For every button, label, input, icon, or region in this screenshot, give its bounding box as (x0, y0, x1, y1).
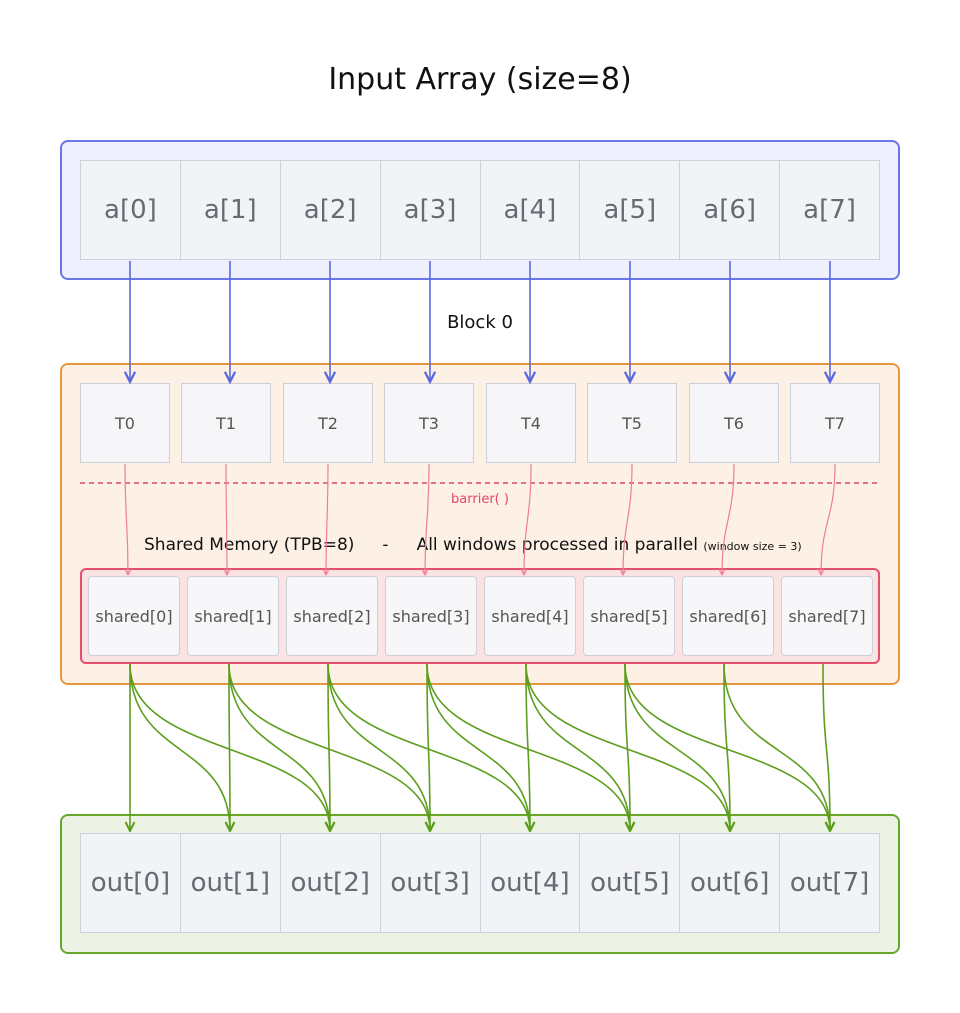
thread-box: T0 (80, 383, 170, 463)
window-arrow (624, 663, 630, 831)
window-arrow (327, 663, 530, 831)
window-arrow (822, 663, 830, 831)
caption-separator: - (382, 535, 389, 555)
output-cell: out[5] (580, 834, 681, 932)
window-arrow (525, 663, 730, 831)
window-arrow (526, 663, 530, 831)
output-cell: out[3] (381, 834, 481, 932)
thread-box: T1 (181, 383, 271, 463)
window-arrow (525, 663, 630, 831)
window-arrow (426, 663, 630, 831)
window-arrow (426, 663, 530, 831)
block-label: Block 0 (447, 312, 513, 333)
shared-cell: shared[5] (583, 576, 675, 656)
window-arrow (328, 663, 330, 831)
window-arrow (229, 663, 230, 831)
thread-box: T4 (486, 383, 576, 463)
window-arrow (228, 663, 330, 831)
window-arrow (228, 663, 430, 831)
window-arrow (624, 663, 730, 831)
input-array-title: Input Array (size=8) (328, 62, 632, 97)
thread-box: T2 (283, 383, 373, 463)
barrier-label: barrier( ) (451, 492, 509, 507)
shared-cell: shared[1] (187, 576, 279, 656)
shared-memory-caption: Shared Memory (TPB=8) - All windows proces… (144, 535, 844, 555)
shared-cell: shared[4] (484, 576, 576, 656)
input-array-row: a[0] a[1] a[2] a[3] a[4] a[5] a[6] a[7] (80, 160, 880, 260)
input-cell: a[6] (680, 161, 781, 259)
window-arrow (129, 663, 230, 831)
shared-to-output-arrows (129, 663, 830, 831)
shared-cell: shared[6] (682, 576, 774, 656)
input-cell: a[1] (181, 161, 281, 259)
window-arrow (723, 663, 830, 831)
input-cell: a[7] (803, 195, 856, 225)
shared-cell: shared[2] (286, 576, 378, 656)
shared-cell: shared[0] (88, 576, 180, 656)
shared-cell: shared[7] (781, 576, 873, 656)
input-cell: a[4] (481, 161, 581, 259)
window-arrow (723, 663, 730, 831)
output-cell: out[7] (789, 868, 870, 898)
thread-box: T5 (587, 383, 677, 463)
shared-cell: shared[3] (385, 576, 477, 656)
window-arrow (427, 663, 430, 831)
output-array-row: out[0] out[1] out[2] out[3] out[4] out[5… (80, 833, 880, 933)
thread-box: T3 (384, 383, 474, 463)
input-cell: a[5] (580, 161, 681, 259)
output-cell: out[2] (281, 834, 381, 932)
window-size-note: (window size = 3) (703, 540, 802, 553)
input-cell: a[0] (81, 161, 181, 259)
shared-memory-title: Shared Memory (TPB=8) (144, 535, 355, 555)
thread-box: T7 (790, 383, 880, 463)
window-arrow (327, 663, 430, 831)
input-cell: a[2] (281, 161, 381, 259)
output-cell: out[1] (181, 834, 281, 932)
input-cell: a[3] (381, 161, 481, 259)
parallel-note: All windows processed in parallel (416, 535, 698, 555)
output-cell: out[0] (81, 834, 181, 932)
thread-box: T6 (689, 383, 779, 463)
window-arrow (129, 663, 330, 831)
output-cell: out[4] (481, 834, 581, 932)
window-arrow (624, 663, 830, 831)
output-cell: out[6] (680, 834, 781, 932)
